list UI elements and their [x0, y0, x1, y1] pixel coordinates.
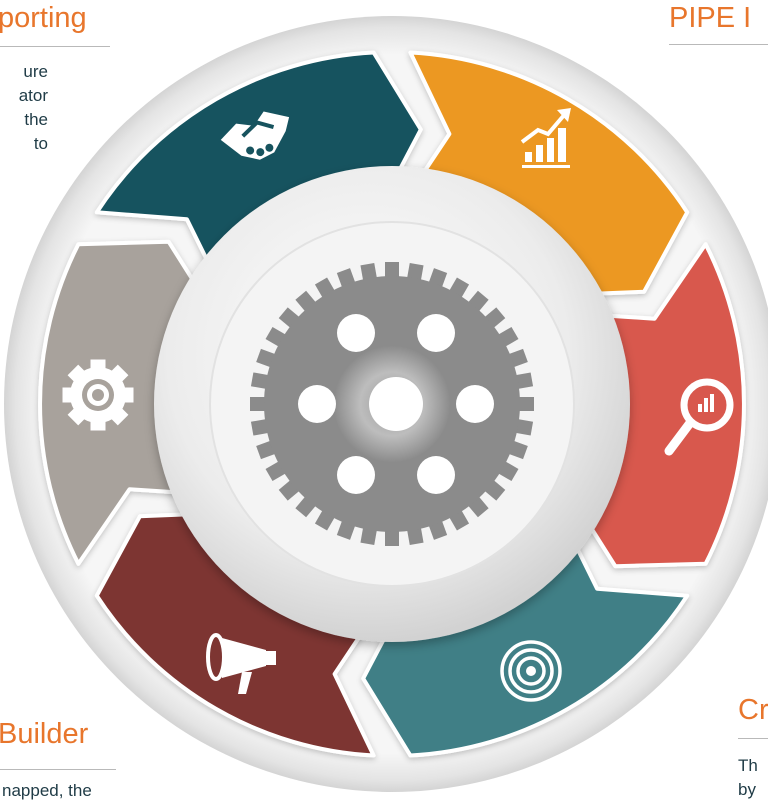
text-line: to [33, 134, 48, 153]
text-bottom-right: Th by [738, 754, 758, 802]
heading-bottom-left: Builder [0, 718, 89, 750]
text-line: ator [18, 86, 48, 105]
divider-bottom-right [738, 738, 768, 739]
divider-top-right [669, 44, 768, 45]
text-top-left: ure ator the to [0, 60, 48, 156]
cog-wheel-icon [250, 262, 534, 546]
target-icon [500, 640, 562, 702]
text-line: the [24, 110, 48, 129]
heading-top-right: PIPE I [669, 2, 752, 34]
text-line: Th [738, 756, 758, 775]
ring-segments [38, 50, 746, 758]
handshake-icon [220, 111, 290, 160]
divider-top-left [0, 46, 110, 47]
heading-bottom-right: Cr [738, 694, 768, 726]
megaphone-icon [206, 633, 276, 694]
growth-chart-icon [520, 108, 571, 168]
text-line: ure [23, 62, 48, 81]
heading-top-left: porting [0, 2, 87, 34]
magnifier-chart-icon [664, 378, 734, 456]
divider-bottom-left [0, 769, 116, 770]
text-bottom-left: napped, the [2, 781, 92, 800]
text-line: by [738, 780, 756, 799]
gear-icon [62, 359, 134, 431]
